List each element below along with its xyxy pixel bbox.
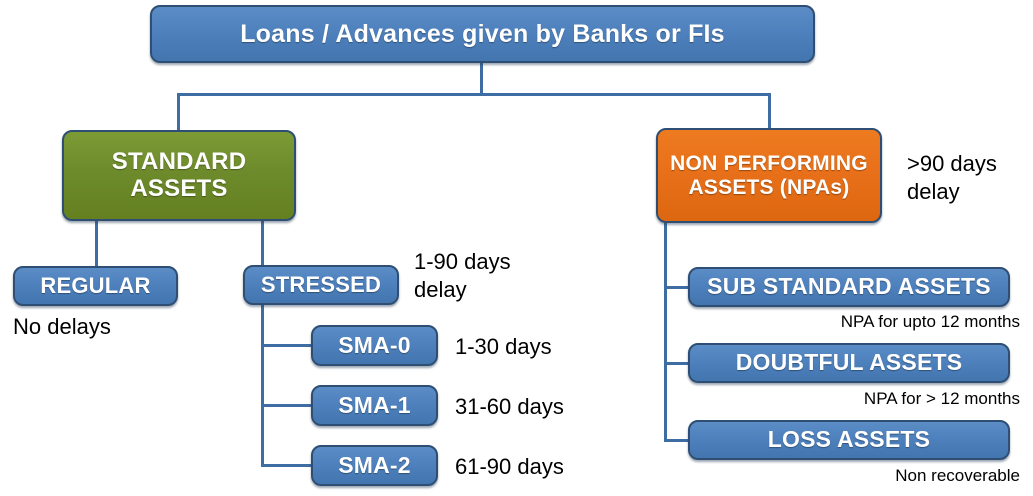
connector-elbow-sma0 — [261, 344, 313, 347]
label-sma-0-note: 1-30 days — [455, 334, 552, 359]
label-doubtful-note: NPA for > 12 months — [863, 389, 1020, 408]
label-loss-note: Non recoverable — [895, 466, 1020, 485]
label-npa-note: >90 days delay — [907, 151, 997, 205]
node-sma-0[interactable]: SMA-0 — [311, 325, 438, 366]
connector-standard-to-regular — [95, 219, 98, 268]
label-sma-1-note: 31-60 days — [455, 394, 564, 419]
connector-elbow-sma1 — [261, 404, 313, 407]
connector-to-npa — [768, 93, 771, 130]
connector-standard-to-stressed — [261, 219, 264, 268]
node-doubtful-assets[interactable]: DOUBTFUL ASSETS — [688, 343, 1010, 383]
connector-elbow-substandard — [664, 286, 690, 289]
connector-stressed-spine — [261, 305, 264, 467]
node-sma-2[interactable]: SMA-2 — [311, 445, 438, 486]
node-loans-advances[interactable]: Loans / Advances given by Banks or FIs — [150, 5, 815, 63]
node-non-performing-assets[interactable]: NON PERFORMING ASSETS (NPAs) — [656, 128, 882, 223]
connector-root-stem — [480, 63, 483, 95]
label-sma-2-note: 61-90 days — [455, 454, 564, 479]
connector-elbow-doubtful — [664, 362, 690, 365]
node-sma-1[interactable]: SMA-1 — [311, 385, 438, 426]
connector-elbow-sma2 — [261, 464, 313, 467]
connector-npa-spine — [664, 221, 667, 442]
connector-to-standard — [177, 93, 180, 132]
node-regular[interactable]: REGULAR — [13, 266, 178, 306]
label-stressed-note: 1-90 days delay — [414, 249, 511, 303]
node-standard-assets[interactable]: STANDARD ASSETS — [62, 130, 296, 221]
connector-elbow-loss — [664, 439, 690, 442]
node-sub-standard-assets[interactable]: SUB STANDARD ASSETS — [688, 267, 1010, 307]
node-stressed[interactable]: STRESSED — [243, 265, 399, 305]
label-regular-note: No delays — [13, 314, 111, 339]
label-sub-standard-note: NPA for upto 12 months — [840, 312, 1020, 331]
connector-root-spreader — [177, 93, 771, 96]
node-loss-assets[interactable]: LOSS ASSETS — [688, 420, 1010, 460]
